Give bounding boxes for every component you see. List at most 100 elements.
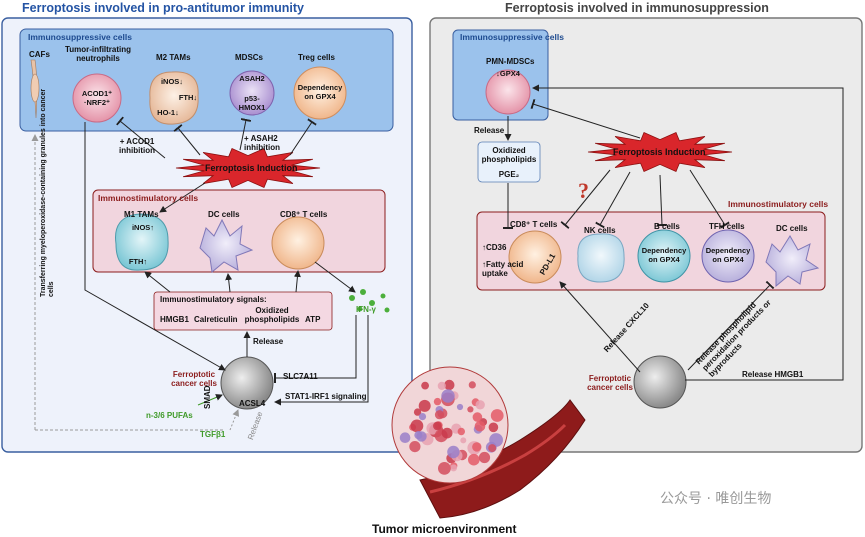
signals-title: Immunostimulatory signals: xyxy=(160,295,267,304)
tumor-cell-blob xyxy=(488,422,499,433)
tumor-cell-blob xyxy=(438,462,451,475)
tumor-cell-blob xyxy=(468,381,476,389)
b-cells-label: B cells xyxy=(654,222,680,231)
tumor-cell-blob xyxy=(399,432,411,444)
right-panel-title: Ferroptosis involved in immunosuppressio… xyxy=(505,1,769,15)
dc-label-right: DC cells xyxy=(776,224,808,233)
stat1-label: STAT1-IRF1 signaling xyxy=(285,392,367,401)
tumor-cell-blob xyxy=(433,421,442,431)
m1-inner-2: FTH↑ xyxy=(128,257,148,266)
tumor-cell-blob xyxy=(475,400,485,410)
m2-inner-3: HO-1↓ xyxy=(157,108,179,117)
treg-label: Treg cells xyxy=(298,53,335,62)
fatty-acid-label: ↑Fatty acid uptake xyxy=(482,260,524,278)
tumor-cell-blob xyxy=(410,419,424,433)
signal-calreticulin: Calreticulin xyxy=(194,315,238,324)
tins-label: Tumor-infiltrating neutrophils xyxy=(64,45,132,63)
oxidized-line-1: Oxidized xyxy=(492,146,526,155)
tumor-cell-blob xyxy=(489,433,503,447)
m1-label: M1 TAMs xyxy=(124,210,159,219)
pufas-label: n-3/6 PUFAs xyxy=(146,411,193,420)
tfh-cell xyxy=(701,229,755,283)
tins-inner: ACOD1⁺ ·NRF2⁺ xyxy=(81,89,113,107)
question-mark: ? xyxy=(578,178,589,203)
neutrophil-cell xyxy=(72,73,122,123)
watermark: 公众号 · 唯创生物 xyxy=(660,491,772,507)
tumor-microenvironment-label: Tumor microenvironment xyxy=(372,522,517,536)
signal-atp: ATP xyxy=(305,315,321,324)
m2-tam-cell xyxy=(149,71,199,125)
nk-label: NK cells xyxy=(584,226,616,235)
dc-cell-left xyxy=(199,218,254,273)
b-cell xyxy=(637,229,691,283)
ferroptotic-cancer-cells-right: Ferroptotic cancer cells xyxy=(587,374,633,392)
slc7a11-label: SLC7A11 xyxy=(283,372,318,381)
dc-label-left: DC cells xyxy=(208,210,240,219)
tumor-cell-blob xyxy=(472,412,483,422)
tumor-cell-blob xyxy=(472,442,482,452)
release-label-left: Release xyxy=(253,337,284,346)
tumor-cell-blob xyxy=(433,397,442,406)
signal-hmgb1: HMGB1 xyxy=(160,315,189,324)
tumor-cell-blob xyxy=(478,451,491,464)
tumor-cell-blob xyxy=(441,427,453,439)
tumor-cell-blob xyxy=(409,441,421,453)
tumor-cell-blob xyxy=(450,464,458,472)
signals-box xyxy=(153,291,333,331)
pmn-mdscs-label: PMN-MDSCs xyxy=(486,57,535,66)
pge2-label: PGE₂ xyxy=(498,170,520,179)
left-immunosuppressive-header: Immunosuppressive cells xyxy=(28,32,132,42)
m1-inner-1: iNOS↑ xyxy=(131,223,155,232)
tumor-cell-blob xyxy=(467,406,474,413)
tumor-illustration xyxy=(391,366,586,519)
cd8-label-left: CD8⁺ T cells xyxy=(280,210,328,219)
oxidized-line-2: phospholipids xyxy=(481,155,537,164)
asah2-inhibition-label: + ASAH2 inhibition xyxy=(244,134,280,152)
m2-inner-2: FTH↓ xyxy=(178,93,198,102)
tumor-cell-blob xyxy=(416,431,427,442)
tumor-cell-blob xyxy=(434,410,445,420)
ferroptosis-induction-left: Ferroptosis Induction xyxy=(205,163,298,173)
signal-oxidized-phospholipids: Oxidized phospholipids xyxy=(244,306,300,324)
mdscs-inner-3: HMOX1 xyxy=(238,103,266,112)
right-immunostimulatory-header: Immunostimulatory cells xyxy=(728,199,829,209)
m2-inner-1: iNOS↓ xyxy=(160,77,184,86)
mdsc-cell xyxy=(229,70,275,116)
mdscs-inner-1: ASAH2 xyxy=(239,74,265,83)
tfh-inner: Dependency on GPX4 xyxy=(705,246,751,264)
cafs-label: CAFs xyxy=(29,50,50,59)
tfh-label: TFH cells xyxy=(709,222,745,231)
transfer-granules-text: Transferring myeloperoxidase-containing … xyxy=(40,88,55,297)
tumor-cell-blob xyxy=(444,379,455,391)
tumor-cell-blob xyxy=(413,408,422,416)
cd8-t-cell-right xyxy=(508,230,562,284)
mdscs-inner-2: p53- xyxy=(244,94,260,103)
cd36-label: ↑CD36 xyxy=(482,243,507,252)
pmn-inner: ↓GPX4 xyxy=(496,69,520,78)
right-immunosuppressive-header: Immunosuppressive cells xyxy=(460,32,564,42)
release-hmgb1-label: Release HMGB1 xyxy=(742,370,804,379)
acod1-inhibition-label: + ACOD1 inhibition xyxy=(119,137,155,155)
tumor-cell-blob xyxy=(421,381,429,390)
tumor-cell-blob xyxy=(460,437,467,444)
ferroptotic-cancer-cells-left: Ferroptotic cancer cells xyxy=(171,370,217,388)
acsl4-label: ACSL4 xyxy=(239,399,266,408)
tumor-cell-blob xyxy=(418,399,431,412)
smad-label: SMAD xyxy=(203,385,212,409)
left-immunostimulatory-header: Immunostimulatory cells xyxy=(98,193,199,203)
cd8-label-right: CD8⁺ T cells xyxy=(510,220,558,229)
mdscs-label: MDSCs xyxy=(235,53,264,62)
m1-tam-cell xyxy=(115,213,169,271)
treg-cell xyxy=(293,66,347,120)
tumor-cell-blob xyxy=(490,409,504,422)
tumor-cell-blob xyxy=(437,381,446,390)
dc-cell-right xyxy=(765,235,820,288)
ferroptosis-star-left xyxy=(175,147,321,189)
tgfb1-label: TGFβ1 xyxy=(200,430,226,439)
left-panel-title: Ferroptosis involved in pro-antitumor im… xyxy=(22,1,304,15)
tumor-cell-blob xyxy=(474,421,486,432)
pmn-mdsc-cell xyxy=(485,69,531,115)
release-label-right: Release xyxy=(474,126,505,135)
tumor-cell-blob xyxy=(418,413,427,421)
tumor-cell-blob xyxy=(468,453,480,466)
